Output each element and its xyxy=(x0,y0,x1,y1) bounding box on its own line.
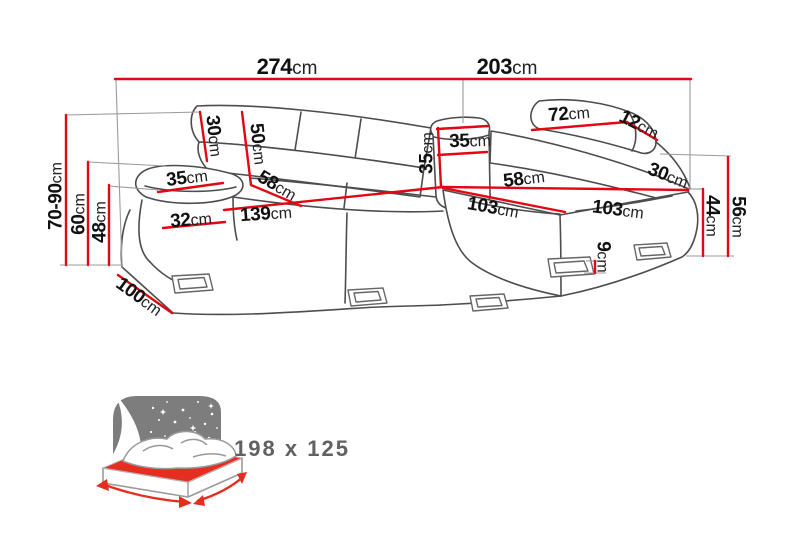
dim-armrest-height-right: 44cm xyxy=(701,195,723,237)
dim-backrest-height-left: 50cm xyxy=(245,122,269,166)
dim-corner-cushion-width: 35cm xyxy=(448,130,492,153)
sofa-legs xyxy=(171,242,672,312)
dim-seat-width-left: 139cm xyxy=(239,203,293,227)
dim-corner-cushion-height: 35cm xyxy=(416,132,438,174)
dim-backrest-top-left: 30cm xyxy=(201,114,225,158)
sleeping-area-size: 198 x 125 xyxy=(234,436,350,461)
dim-headrest-width: 72cm xyxy=(547,103,591,127)
dim-seat-height-left: 48cm xyxy=(89,201,111,243)
dim-backrest-height-right: 56cm xyxy=(727,196,749,238)
extension-lines xyxy=(60,79,734,274)
dimension-lines xyxy=(64,77,730,315)
dim-leg-height: 9cm xyxy=(592,241,614,273)
dim-armrest-front-left: 32cm xyxy=(169,209,213,233)
dim-overall-height: 70-90cm xyxy=(45,162,67,230)
sleep-function-icon xyxy=(96,394,247,508)
dim-total-width-right: 203cm xyxy=(476,54,538,79)
blanket xyxy=(122,430,237,470)
dim-armrest-height-left: 60cm xyxy=(68,193,90,235)
dim-total-width-left: 274cm xyxy=(256,54,318,79)
unfold-arrowheads xyxy=(96,472,247,508)
